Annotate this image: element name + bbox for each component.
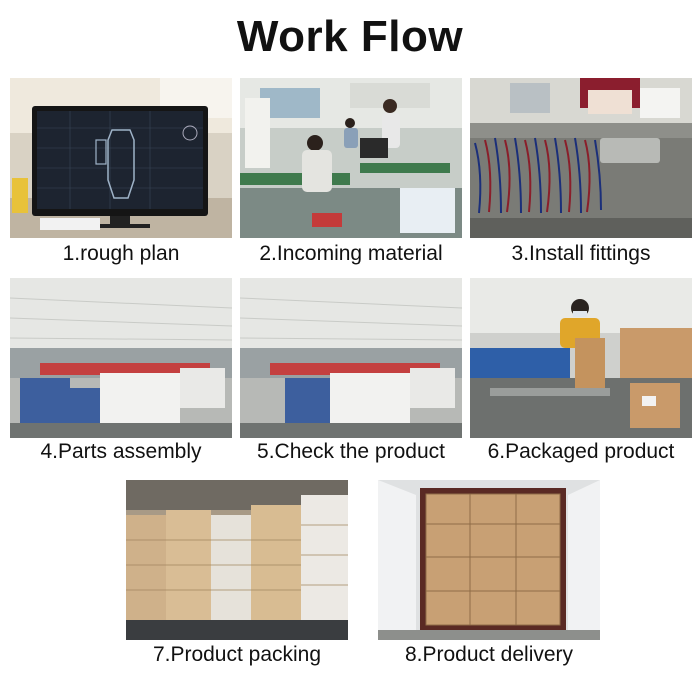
step-7-photo <box>126 480 348 640</box>
page-title: Work Flow <box>236 12 464 61</box>
step-6-photo <box>470 278 692 438</box>
step-8-caption: 8.Product delivery <box>404 643 574 666</box>
step-1-photo <box>10 78 232 238</box>
step-4-caption: 4.Parts assembly <box>40 440 202 463</box>
step-4-photo <box>10 278 232 438</box>
step-5-caption: 5.Check the product <box>257 440 445 463</box>
step-1-caption: 1.rough plan <box>62 242 180 265</box>
step-2-photo <box>240 78 462 238</box>
step-3-caption: 3.Install fittings <box>511 242 651 265</box>
step-3-photo <box>470 78 692 238</box>
step-8-photo <box>378 480 600 640</box>
step-7-caption: 7.Product packing <box>152 643 322 666</box>
step-6-caption: 6.Packaged product <box>487 440 675 463</box>
step-2-caption: 2.Incoming material <box>259 242 443 265</box>
step-5-photo <box>240 278 462 438</box>
